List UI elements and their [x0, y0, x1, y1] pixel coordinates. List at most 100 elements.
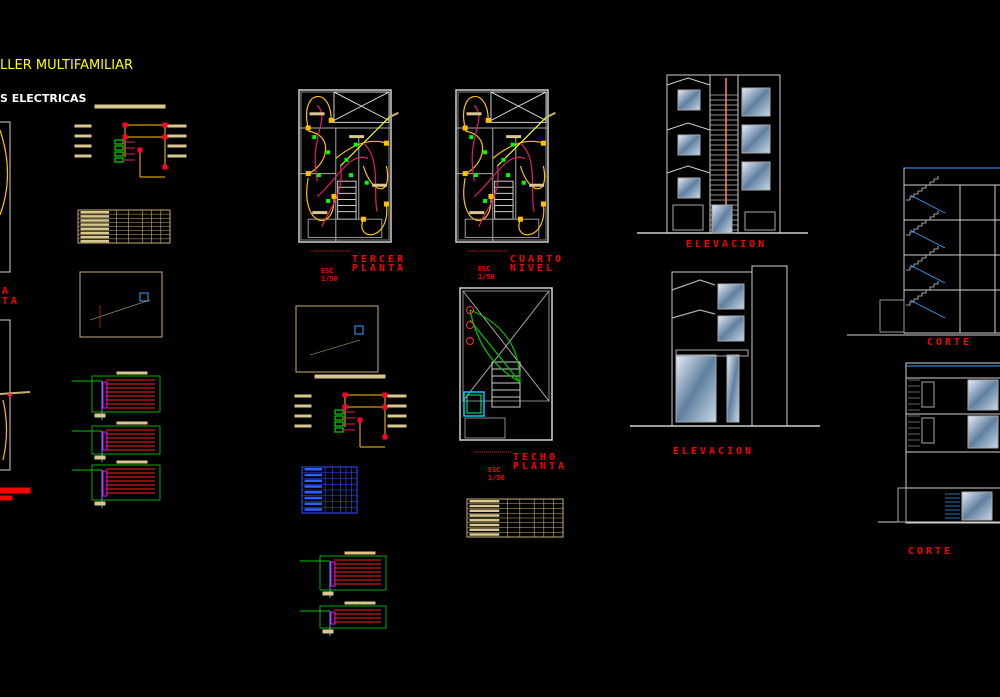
light-outlet-icon [305, 125, 311, 131]
circuit-arc [335, 140, 387, 159]
table-cell-text [469, 533, 500, 536]
window [677, 89, 701, 111]
roof-light-arc [469, 319, 521, 383]
electrical-diagrams-and-tables [72, 104, 564, 636]
circuit-label [74, 144, 92, 148]
table-cell-text [469, 523, 500, 527]
left-plan-label-2: TA [2, 296, 20, 307]
circuit-arc [306, 178, 335, 222]
window [741, 87, 771, 117]
table-cell-text [80, 223, 110, 226]
room-label-text [506, 135, 522, 139]
outlet-circle-icon [466, 337, 474, 345]
switch-icon [349, 173, 354, 178]
plan-1-scale-1: ESC [321, 267, 334, 275]
table-cell-text [469, 514, 500, 517]
plan-3-scale-2: 1/50 [488, 474, 505, 482]
plan-inner-outline [462, 290, 550, 402]
switch-leg [317, 156, 369, 197]
note [94, 455, 106, 460]
gable-roof [671, 309, 716, 319]
circuit-label [74, 134, 92, 138]
light-outlet-icon [540, 201, 546, 207]
switch-leg [520, 142, 535, 212]
water-tank [463, 391, 485, 417]
breaker-bank [102, 381, 108, 409]
light-outlet-icon [360, 216, 366, 222]
table-cell-text [469, 519, 500, 522]
plan-1-scale-2: 1/50 [321, 275, 338, 283]
elevations [630, 74, 820, 427]
stair-underside [909, 264, 946, 284]
void-cross [333, 91, 390, 121]
stair-underside [909, 194, 946, 214]
table-cell-text [469, 528, 500, 531]
switch-icon [344, 157, 349, 162]
plan-1-title-1: TERCER [352, 254, 406, 265]
switch-icon [473, 173, 478, 178]
single-line-frame [91, 375, 161, 413]
plan-outline [298, 89, 392, 243]
stair-underside [909, 299, 946, 319]
gable-roof [666, 165, 711, 174]
table-cell-text [304, 491, 322, 494]
plan-cuarto-nivel [455, 89, 556, 243]
window [726, 354, 740, 423]
boundary-wall [879, 299, 905, 333]
junction-icon [162, 122, 168, 128]
feeder-leader [388, 111, 399, 119]
car-icon [672, 204, 704, 231]
table-cell-text [469, 500, 500, 503]
door [921, 417, 935, 444]
table-cell-text [80, 231, 110, 235]
junction-icon [122, 134, 128, 140]
circuit-arc [2, 399, 8, 461]
circuit-label [387, 414, 407, 418]
panel-box [139, 292, 149, 302]
light-outlet-icon [331, 193, 337, 199]
diagram-title [344, 551, 376, 555]
plan-label-block [0, 495, 13, 501]
circuit-arc [362, 165, 389, 190]
switch-icon [326, 150, 331, 155]
diagram-title [94, 104, 166, 109]
switch-icon [469, 135, 474, 140]
table-cell-text [469, 504, 500, 508]
junction-icon [342, 392, 348, 398]
window [717, 283, 745, 310]
switch-leg [474, 156, 526, 197]
void-cross [490, 91, 547, 121]
circuit-label [294, 414, 312, 418]
light-outlet-icon [305, 171, 311, 177]
side-facade [751, 265, 788, 427]
drawing-title: LLER MULTIFAMILIAR [0, 58, 133, 73]
plan-2-title-1: CUARTO [510, 254, 564, 265]
plan-2-scale-2: 1/50 [478, 273, 495, 281]
drawing-subtitle: S ELECTRICAS [0, 92, 87, 105]
breaker-bank [102, 470, 108, 497]
circuit-arc [492, 140, 544, 159]
diagram-title [116, 371, 148, 375]
void-shaft [490, 91, 547, 123]
gable-roof [671, 279, 716, 291]
circuit-label [74, 154, 92, 158]
window [967, 415, 999, 449]
panel-box [354, 325, 364, 335]
circuit-label [167, 134, 187, 138]
diagram-title [116, 460, 148, 464]
stair-flight [906, 281, 939, 306]
outlet-circle-icon [466, 306, 474, 314]
note [94, 501, 106, 506]
switch-icon [501, 157, 506, 162]
window [717, 315, 745, 342]
circuit-label [167, 124, 187, 128]
circuit-arc [307, 130, 327, 175]
partial-plan [0, 121, 11, 273]
void-shaft [333, 91, 390, 123]
note [94, 413, 106, 418]
section-1-label: CORTE [927, 337, 972, 348]
sections [847, 167, 1000, 524]
plan-3-title-2: PLANTA [513, 461, 567, 472]
room-label-text [312, 211, 328, 215]
